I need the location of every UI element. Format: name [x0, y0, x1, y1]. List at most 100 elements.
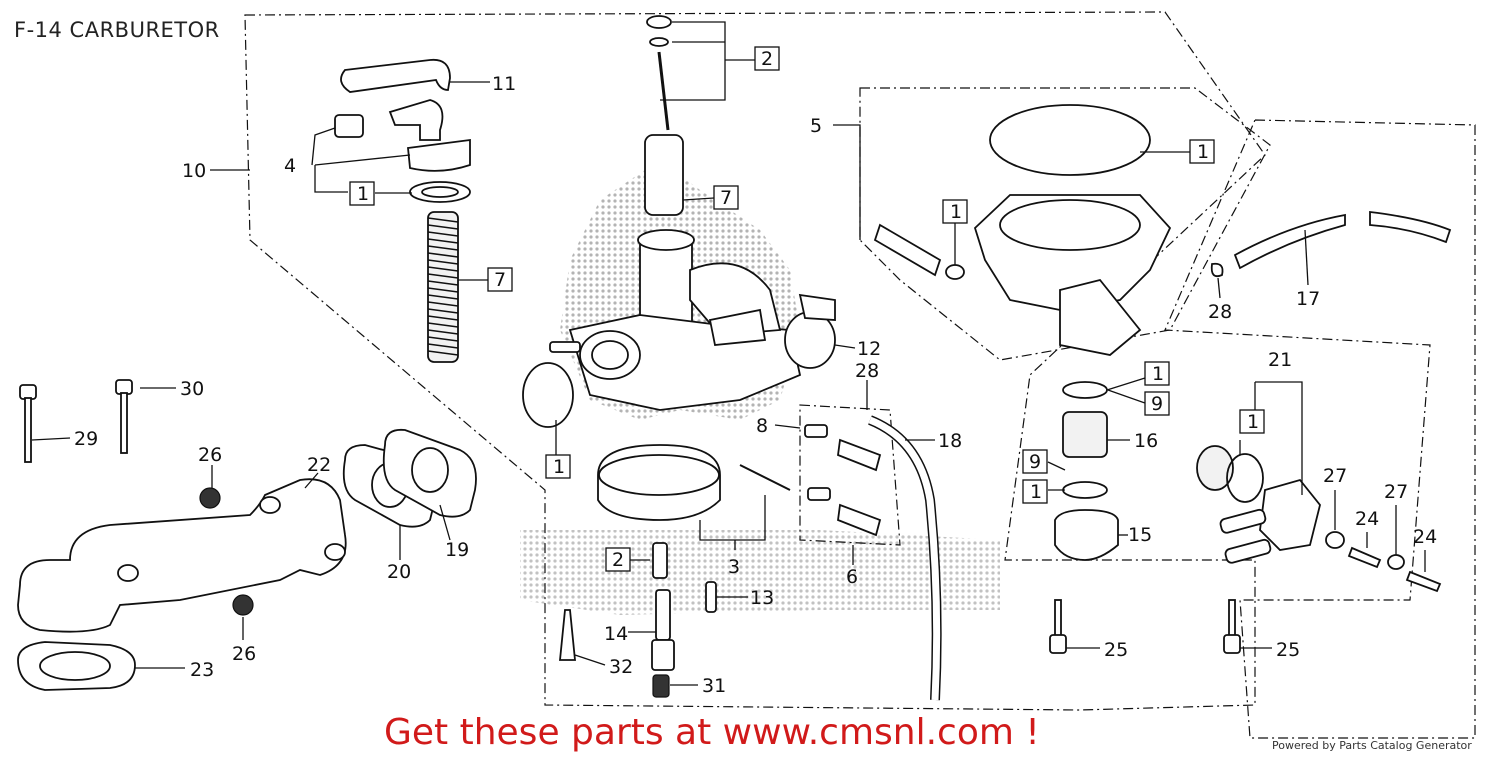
- callout-13: 13: [750, 587, 774, 609]
- bolts-29-30: [19, 379, 133, 463]
- coil-line: [427, 245, 459, 251]
- callout-26b: 26: [232, 643, 256, 665]
- coil-line: [427, 294, 459, 300]
- callout-box-1d: [1144, 361, 1170, 386]
- callout-15: 15: [1128, 524, 1152, 546]
- callout-box-9b: [1022, 449, 1048, 474]
- callout-box-1c: [942, 199, 968, 224]
- callout-box-7a: [487, 267, 513, 292]
- callout-box-1f: [1022, 479, 1048, 504]
- callout-8: 8: [756, 415, 768, 437]
- callout-4: 4: [284, 155, 296, 177]
- coil-line: [427, 350, 459, 356]
- callout-box-2a: [754, 46, 780, 71]
- callout-1b: 1: [1197, 141, 1209, 163]
- callout-26a: 26: [198, 444, 222, 466]
- callout-7a: 7: [494, 269, 506, 291]
- callout-21: 21: [1268, 349, 1292, 371]
- coil-line: [427, 329, 459, 335]
- callout-17: 17: [1296, 288, 1320, 310]
- callout-3: 3: [728, 556, 740, 578]
- filter-screen-7: [427, 211, 459, 363]
- callout-labels: 11 10 4 1 7 2 7 5 1 1 17 28 12 28 1 9 21…: [74, 46, 1437, 697]
- callout-box-9a: [1144, 391, 1170, 416]
- callout-25a: 25: [1104, 639, 1128, 661]
- callout-25b: 25: [1276, 639, 1300, 661]
- callout-1e: 1: [1247, 411, 1259, 433]
- callout-31: 31: [702, 675, 726, 697]
- coil-line: [427, 266, 459, 272]
- callout-28b: 28: [855, 360, 879, 382]
- powered-by-text: Powered by Parts Catalog Generator: [1272, 739, 1472, 752]
- callout-1f: 1: [1030, 481, 1042, 503]
- coil-line: [427, 273, 459, 279]
- callout-11: 11: [492, 73, 516, 95]
- callout-10: 10: [182, 160, 206, 182]
- callout-20: 20: [387, 561, 411, 583]
- jet-needle-assembly: [644, 15, 684, 216]
- callout-2a: 2: [761, 48, 773, 70]
- fuel-cap-assembly: [334, 99, 471, 203]
- carburetor-body: [549, 229, 836, 411]
- promo-link-text[interactable]: Get these parts at www.cmsnl.com !: [384, 712, 1040, 753]
- jets-small: [559, 542, 717, 698]
- callout-box-1a: [349, 181, 375, 206]
- nuts-26: [199, 487, 254, 616]
- leader-lines: [31, 21, 1426, 686]
- coil-line: [427, 217, 459, 223]
- callout-1a: 1: [357, 183, 369, 205]
- callout-16: 16: [1134, 430, 1158, 452]
- callout-box-1g: [545, 454, 571, 479]
- callout-23: 23: [190, 659, 214, 681]
- callout-1c: 1: [950, 201, 962, 223]
- coil-line: [427, 308, 459, 314]
- callout-32: 32: [609, 656, 633, 678]
- float-chamber-cover: [873, 104, 1172, 356]
- coil-line: [427, 336, 459, 342]
- callout-24b: 24: [1413, 526, 1437, 548]
- bolts-25: [1049, 599, 1241, 654]
- coil-line: [427, 259, 459, 265]
- callout-box-7b: [713, 185, 739, 210]
- filter-stack: [1054, 381, 1119, 561]
- float-bowl-3: [597, 444, 791, 521]
- fuel-hose-17: [1210, 210, 1452, 278]
- callout-9a: 9: [1151, 393, 1163, 415]
- callout-5: 5: [810, 115, 822, 137]
- o-ring-left: [522, 362, 574, 428]
- fuel-tube-11: [340, 58, 451, 93]
- coil-line: [427, 238, 459, 244]
- callout-2b: 2: [612, 549, 624, 571]
- callout-box-1b: [1189, 139, 1215, 164]
- callout-12: 12: [857, 338, 881, 360]
- gaskets: [17, 428, 477, 691]
- fuel-valve-21: [1196, 445, 1442, 593]
- coil-line: [427, 343, 459, 349]
- callout-28a: 28: [1208, 301, 1232, 323]
- coil-line: [427, 301, 459, 307]
- callout-box-1e: [1239, 409, 1265, 434]
- coil-line: [427, 287, 459, 293]
- callout-19: 19: [445, 539, 469, 561]
- callout-18: 18: [938, 430, 962, 452]
- callout-6: 6: [846, 566, 858, 588]
- callout-14: 14: [604, 623, 628, 645]
- callout-22: 22: [307, 454, 331, 476]
- pilot-screw-group: [804, 424, 882, 537]
- callout-27a: 27: [1323, 465, 1347, 487]
- callout-1g: 1: [553, 456, 565, 478]
- drain-tube-18: [868, 415, 942, 701]
- callout-9b: 9: [1029, 451, 1041, 473]
- callout-29: 29: [74, 428, 98, 450]
- coil-line: [427, 322, 459, 328]
- coil-line: [427, 231, 459, 237]
- callout-27b: 27: [1384, 481, 1408, 503]
- coil-line: [427, 252, 459, 258]
- callout-24a: 24: [1355, 508, 1379, 530]
- callout-1d: 1: [1152, 363, 1164, 385]
- coil-line: [427, 315, 459, 321]
- diagram-title: F-14 CARBURETOR: [14, 18, 220, 42]
- callout-7b: 7: [720, 187, 732, 209]
- coil-line: [427, 224, 459, 230]
